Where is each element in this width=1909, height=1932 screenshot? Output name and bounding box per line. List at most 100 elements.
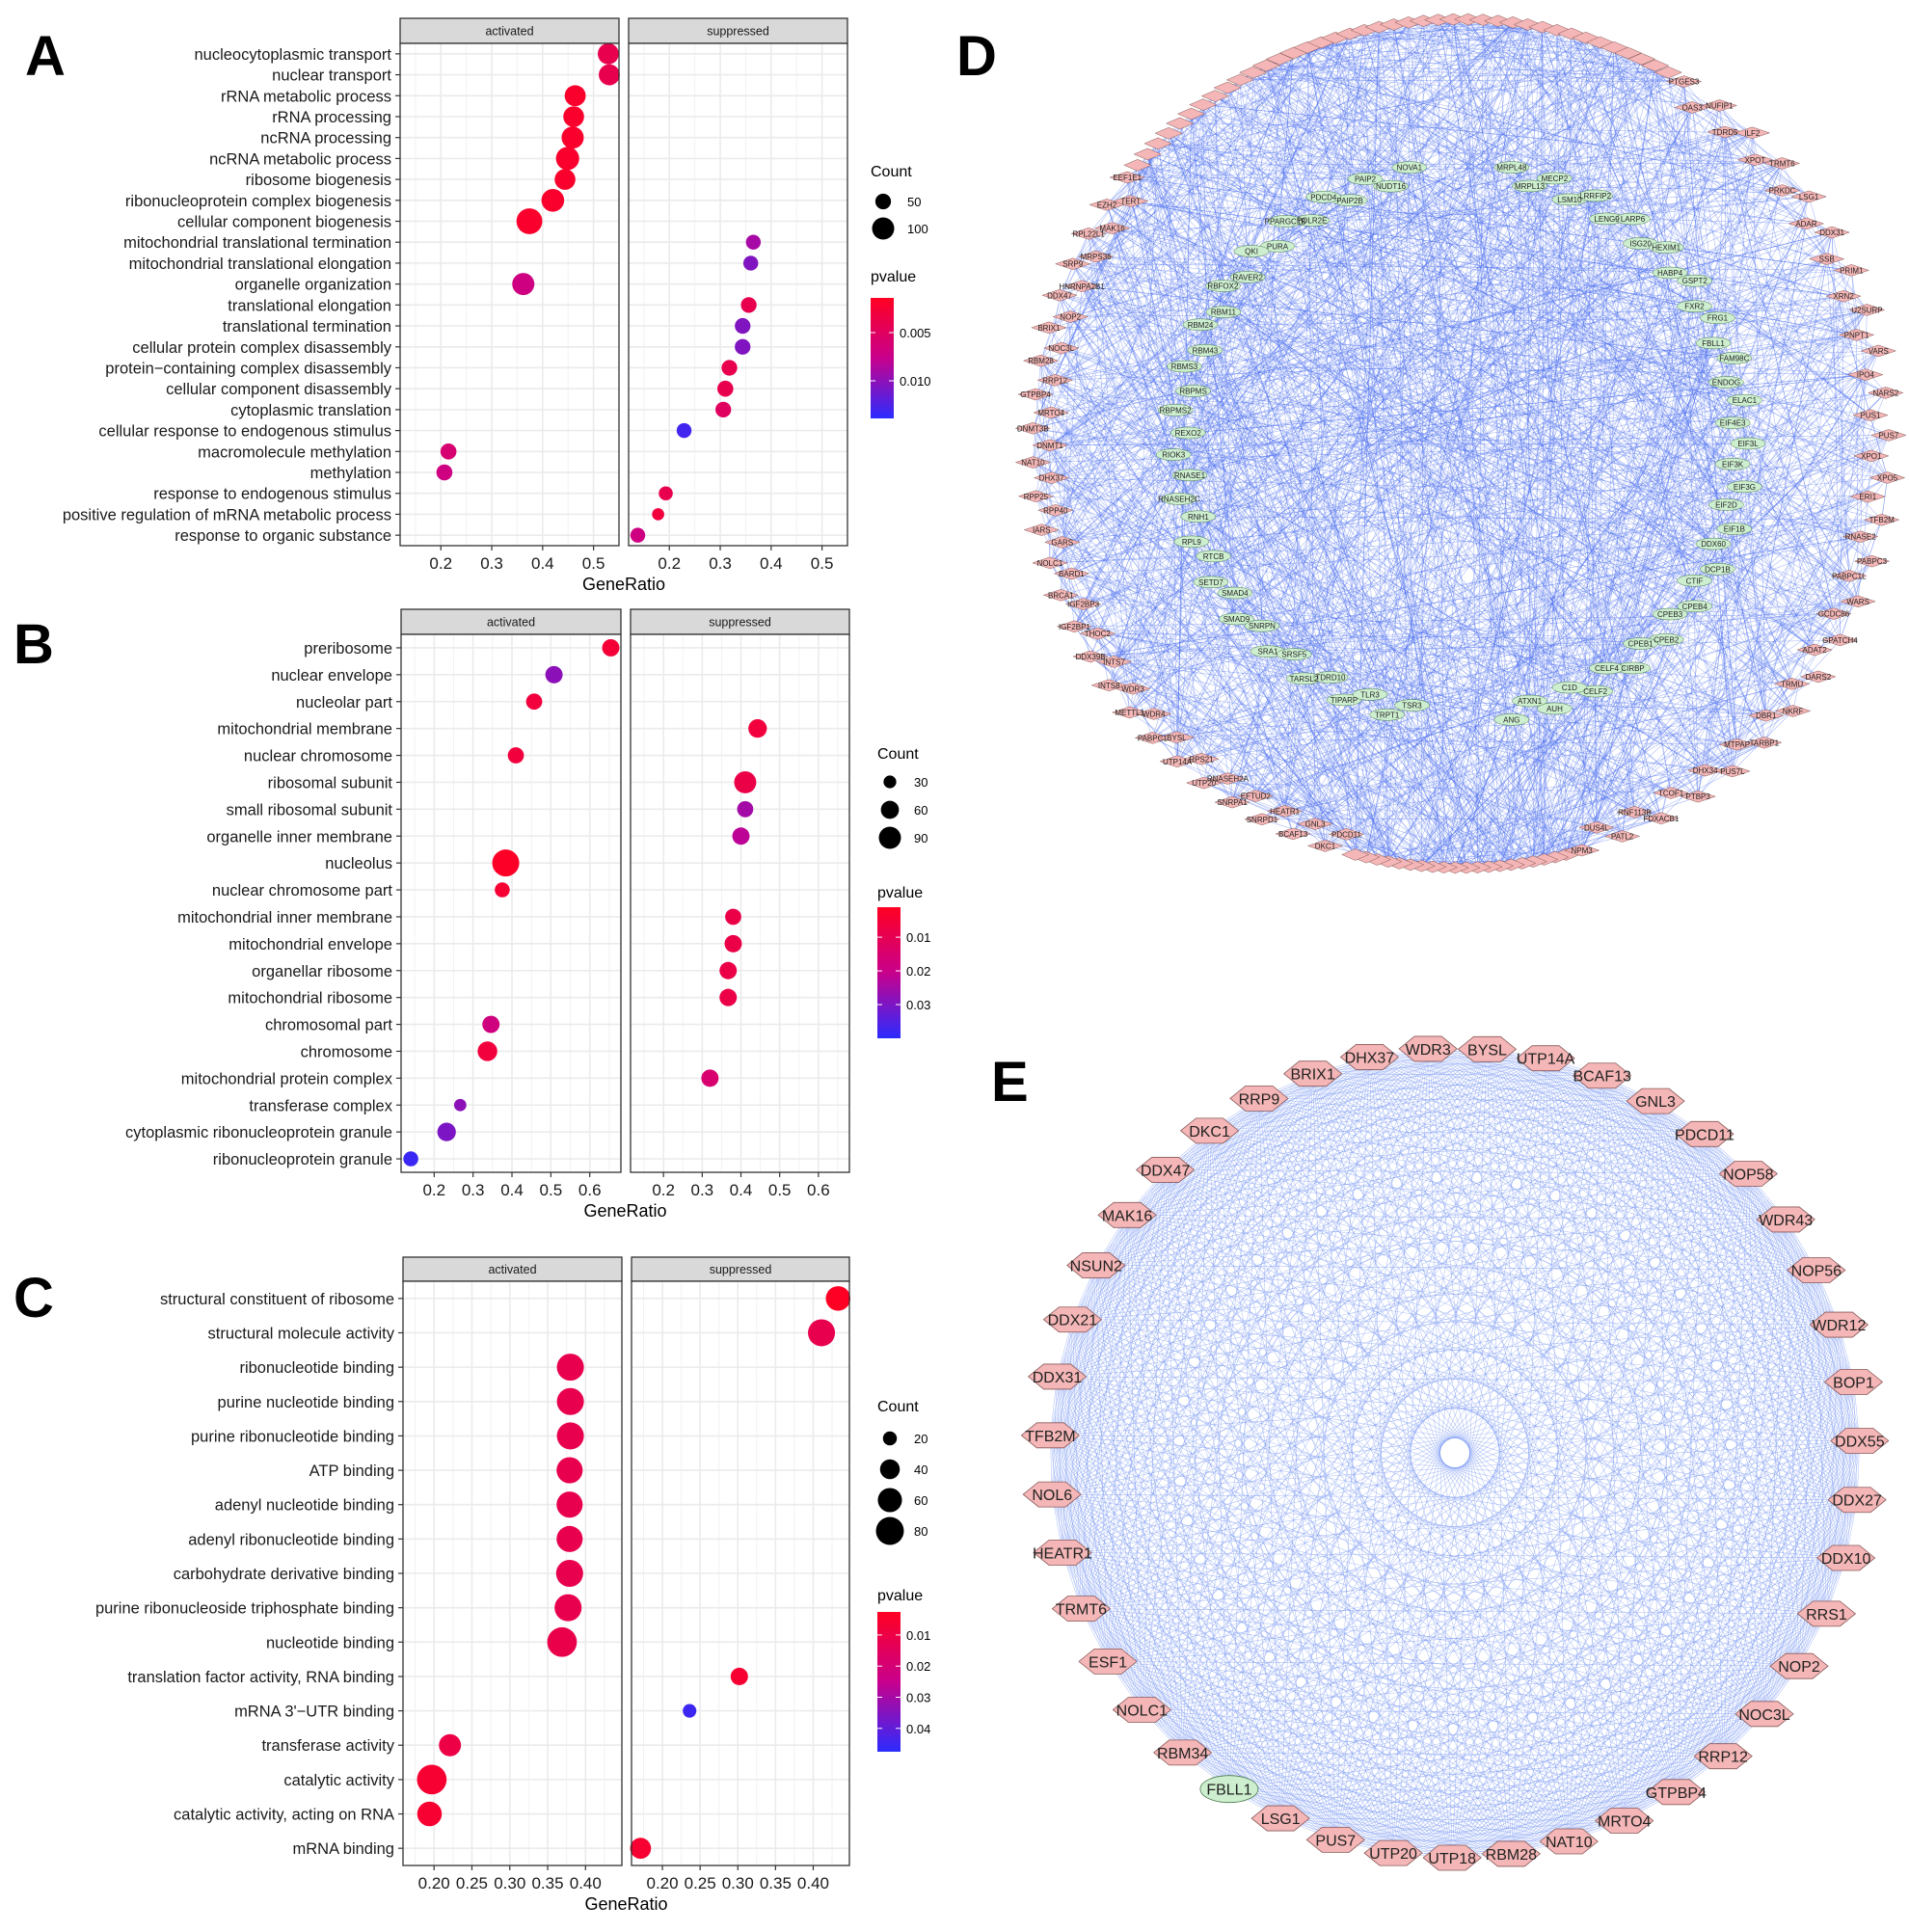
network-edge [1454,543,1714,869]
gene-node [1842,530,1879,543]
network-edge [1314,613,1671,824]
network-edge [1640,392,1887,644]
network-edge [1734,132,1753,359]
network-edge [1848,536,1861,577]
node-label: TERT [1120,198,1141,206]
network-edge [1595,107,1693,692]
network-edge [1321,41,1793,711]
network-edge [1129,24,1528,713]
network-edge [1055,380,1706,771]
term-label: rRNA metabolic process [221,88,391,105]
network-edge [1443,195,1596,868]
network-edge [1055,380,1662,819]
network-edge [1511,47,1615,720]
network-edge [1188,374,1866,434]
network-edge [1683,81,1737,745]
network-edge [1049,107,1693,446]
node-label: TDRD10 [1315,674,1346,683]
node-label: THOC2 [1085,630,1112,638]
network-edge [1497,20,1693,108]
node-label: PPARGC1B [1265,217,1306,226]
network-edge [1330,677,1490,868]
network-edge [1095,255,1879,352]
node-label: NOL6 [1032,1488,1072,1504]
network-edge [1231,309,1868,803]
network-edge [1606,218,1792,684]
count-legend-label: 100 [907,222,928,236]
network-edge [1412,705,1522,864]
network-edge [1330,415,1871,678]
network-edge [1408,22,1555,179]
network-edge [1293,496,1869,835]
data-point [440,443,457,460]
network-edge [1204,33,1351,351]
network-edge [1311,220,1815,651]
network-edge [1127,176,1852,271]
network-edge [1191,113,1607,669]
network-edge [1035,393,1412,866]
network-edge [1191,113,1783,191]
node-label: XPOT [1745,156,1766,165]
network-edge [1202,104,1633,669]
network-edge [1081,41,1322,287]
network-edge [1511,1557,1846,1855]
pvalue-colorbar [877,1612,901,1752]
network-edge [1061,347,1400,864]
network-edge [1227,714,1766,779]
x-tick-label: 0.2 [429,554,452,573]
node-label: PATL2 [1611,832,1634,841]
count-legend-label: 80 [914,1524,928,1539]
network-edge [1204,350,1490,868]
network-edge [1074,178,1366,627]
gene-node [1275,827,1311,841]
network-edge [1453,18,1833,233]
network-edge [1554,392,1887,710]
network-edge [1236,270,1852,620]
network-edge [1542,27,1734,771]
network-edge [1176,667,1607,738]
network-edge [1306,47,1331,678]
network-edge [1542,26,1633,220]
network-edge [1736,455,1872,745]
network-edge [1173,374,1866,455]
term-label: nuclear transport [272,67,391,85]
node-label: WDR12 [1812,1318,1866,1334]
node-label: PABPC1L [1832,572,1867,580]
network-edge [1321,41,1695,307]
gene-node [1022,354,1060,367]
network-edge [1399,690,1596,864]
network-edge [1033,462,1212,583]
network-edge [1438,19,1695,282]
network-edge [1556,30,1667,640]
network-edge [1228,1057,1370,1789]
network-edge [1744,374,1867,488]
node-label: ILF2 [1744,129,1761,138]
term-label: adenyl ribonucleotide binding [188,1531,394,1548]
network-edge [1223,285,1512,866]
network-edge [1670,415,1871,793]
network-edge [1252,71,1783,164]
network-edge [1074,626,1512,720]
network-edge [1325,24,1528,846]
term-label: structural molecule activity [208,1325,395,1342]
network-edge [1293,52,1714,545]
network-edge [1438,19,1793,711]
network-edge [1840,520,1882,640]
network-edge [1035,87,1228,496]
network-edge [1387,223,1807,862]
node-label: GNL3 [1635,1094,1676,1111]
network-edge [1321,41,1714,344]
network-edge [1566,358,1735,855]
term-label: ribosomal subunit [268,774,393,792]
x-tick-label: 0.25 [685,1874,716,1892]
network-edge [1106,204,1641,644]
network-edge [1236,618,1285,812]
network-edge [1267,639,1841,652]
network-edge [1691,107,1734,465]
node-label: DDX47 [1047,291,1072,300]
network-edge [1074,33,1351,627]
node-label: TFB2M [1025,1429,1075,1445]
network-edge [1306,46,1555,179]
network-edge [1055,380,1641,644]
gene-node [1200,90,1229,102]
